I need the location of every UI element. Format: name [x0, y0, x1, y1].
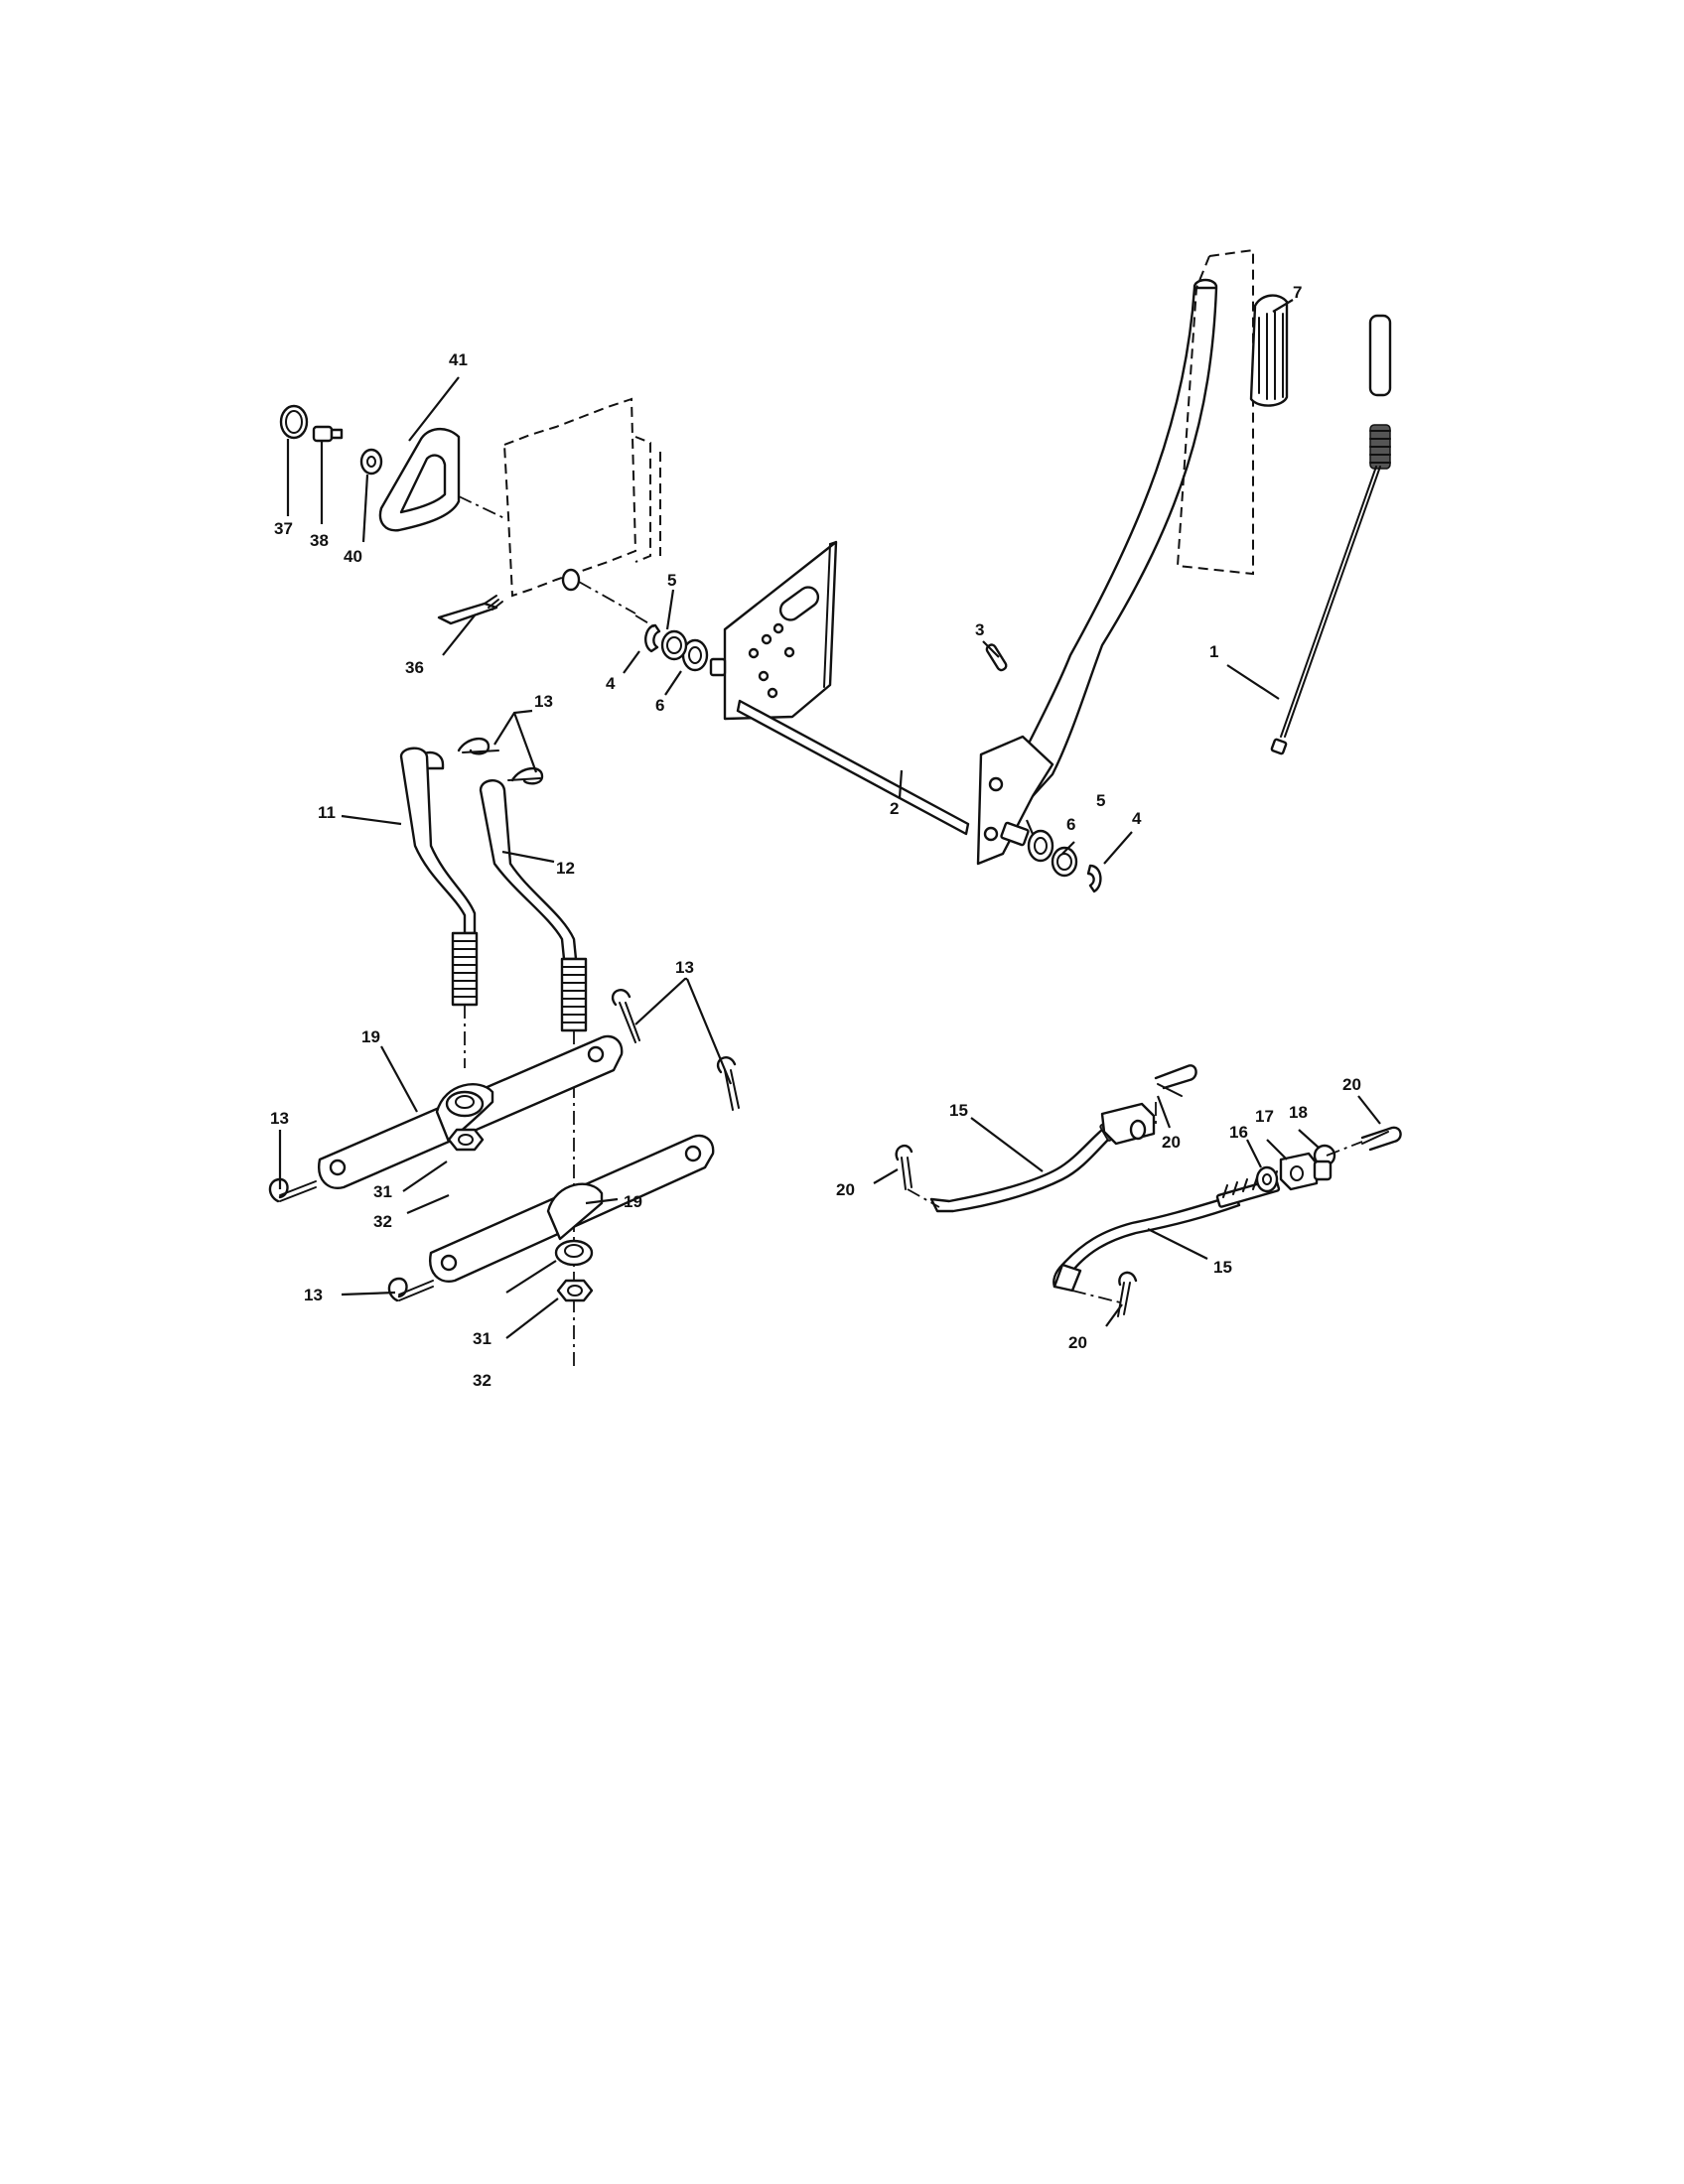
spring-clip-36 [437, 595, 503, 625]
lift-link-11 [399, 747, 479, 1007]
washer-5-right [1051, 846, 1078, 878]
nut-32-upper [447, 1128, 485, 1152]
leader-lines [278, 299, 1381, 1339]
callout-40: 40 [344, 547, 362, 566]
rod-1 [1270, 314, 1392, 755]
callout-31-lower: 31 [473, 1329, 491, 1348]
callout-20-left: 20 [836, 1180, 855, 1199]
hairpin-clip-13-bottom [387, 1277, 434, 1302]
callout-17: 17 [1255, 1107, 1274, 1126]
bushing-18 [1313, 1144, 1336, 1181]
callout-20-upper-right: 20 [1162, 1133, 1181, 1152]
callout-20-right: 20 [1342, 1075, 1361, 1094]
callout-16: 16 [1229, 1123, 1248, 1142]
bushing-6-right [1000, 821, 1054, 863]
callout-13-arm: 13 [675, 958, 694, 977]
lift-link-12 [479, 779, 588, 1032]
callout-7: 7 [1293, 283, 1302, 302]
callout-36: 36 [405, 658, 424, 677]
callout-31-upper: 31 [373, 1182, 392, 1201]
hairpin-clip-13-arm-lower [716, 1056, 740, 1111]
callout-15-lower: 15 [1213, 1258, 1232, 1277]
trunnion-upper [1100, 1102, 1156, 1146]
washer-5-left [660, 629, 688, 661]
callout-6-left: 6 [655, 696, 664, 715]
bushing-6-left [681, 638, 727, 677]
callout-2: 2 [890, 799, 899, 818]
hairpin-clip-20-right-upper [1154, 1064, 1197, 1097]
callout-1: 1 [1209, 642, 1218, 661]
callout-6-right: 6 [1066, 815, 1075, 834]
lift-rod-15-upper [929, 1112, 1133, 1213]
shoulder-bolt-38 [312, 425, 344, 443]
lift-handle [976, 278, 1218, 866]
e-ring-4-right [1086, 864, 1102, 893]
handle-plate-41 [378, 428, 461, 532]
lift-rod-15-lower [1052, 1170, 1281, 1293]
callout-5-right: 5 [1096, 791, 1105, 810]
callout-38: 38 [310, 531, 329, 550]
pivot-bracket [723, 540, 838, 721]
hairpin-clip-20-left [895, 1144, 913, 1190]
callout-15-upper: 15 [949, 1101, 968, 1120]
callout-4-left: 4 [606, 674, 616, 693]
hairpin-clip-20-bottom [1117, 1271, 1138, 1317]
grip-7 [1249, 294, 1289, 407]
callout-4-right: 4 [1132, 809, 1142, 828]
hairpin-clip-13-arm-upper [611, 989, 640, 1043]
hairpin-clip-13-left [268, 1177, 317, 1203]
callout-37: 37 [274, 519, 293, 538]
callout-19-upper: 19 [361, 1027, 380, 1046]
lift-arm-19-lower [429, 1134, 715, 1283]
callout-11: 11 [318, 803, 336, 822]
ring-37 [279, 404, 309, 440]
hairpin-clip-20-right [1360, 1126, 1402, 1152]
callout-32-lower: 32 [473, 1371, 491, 1390]
callout-18: 18 [1289, 1103, 1308, 1122]
chassis-plate-phantom [502, 397, 661, 598]
callout-3: 3 [975, 620, 984, 639]
plate-bushing [561, 568, 636, 614]
washer-40 [359, 448, 383, 476]
callout-13-top: 13 [534, 692, 553, 711]
callout-labels: 41 37 38 40 36 5 4 6 7 3 1 13 11 12 2 6 … [270, 283, 1361, 1390]
spacer-31-lower [554, 1239, 594, 1267]
callout-20-bottom: 20 [1068, 1333, 1087, 1352]
callout-19-lower: 19 [624, 1192, 642, 1211]
callout-13-bottom: 13 [304, 1286, 323, 1304]
e-ring-4-left [644, 623, 661, 653]
grip-phantom [1176, 248, 1254, 576]
hairpin-clip-13-top [457, 738, 544, 785]
callout-5-left: 5 [667, 571, 676, 590]
callout-12: 12 [556, 859, 575, 878]
callout-13-left: 13 [270, 1109, 289, 1128]
nut-32-lower [556, 1279, 594, 1302]
cross-shaft-2 [736, 699, 970, 836]
trunnion-17 [1279, 1152, 1319, 1191]
callout-41: 41 [449, 350, 468, 369]
spacer-31-upper [445, 1090, 485, 1118]
callout-32-upper: 32 [373, 1212, 392, 1231]
washer-16 [1255, 1165, 1279, 1193]
